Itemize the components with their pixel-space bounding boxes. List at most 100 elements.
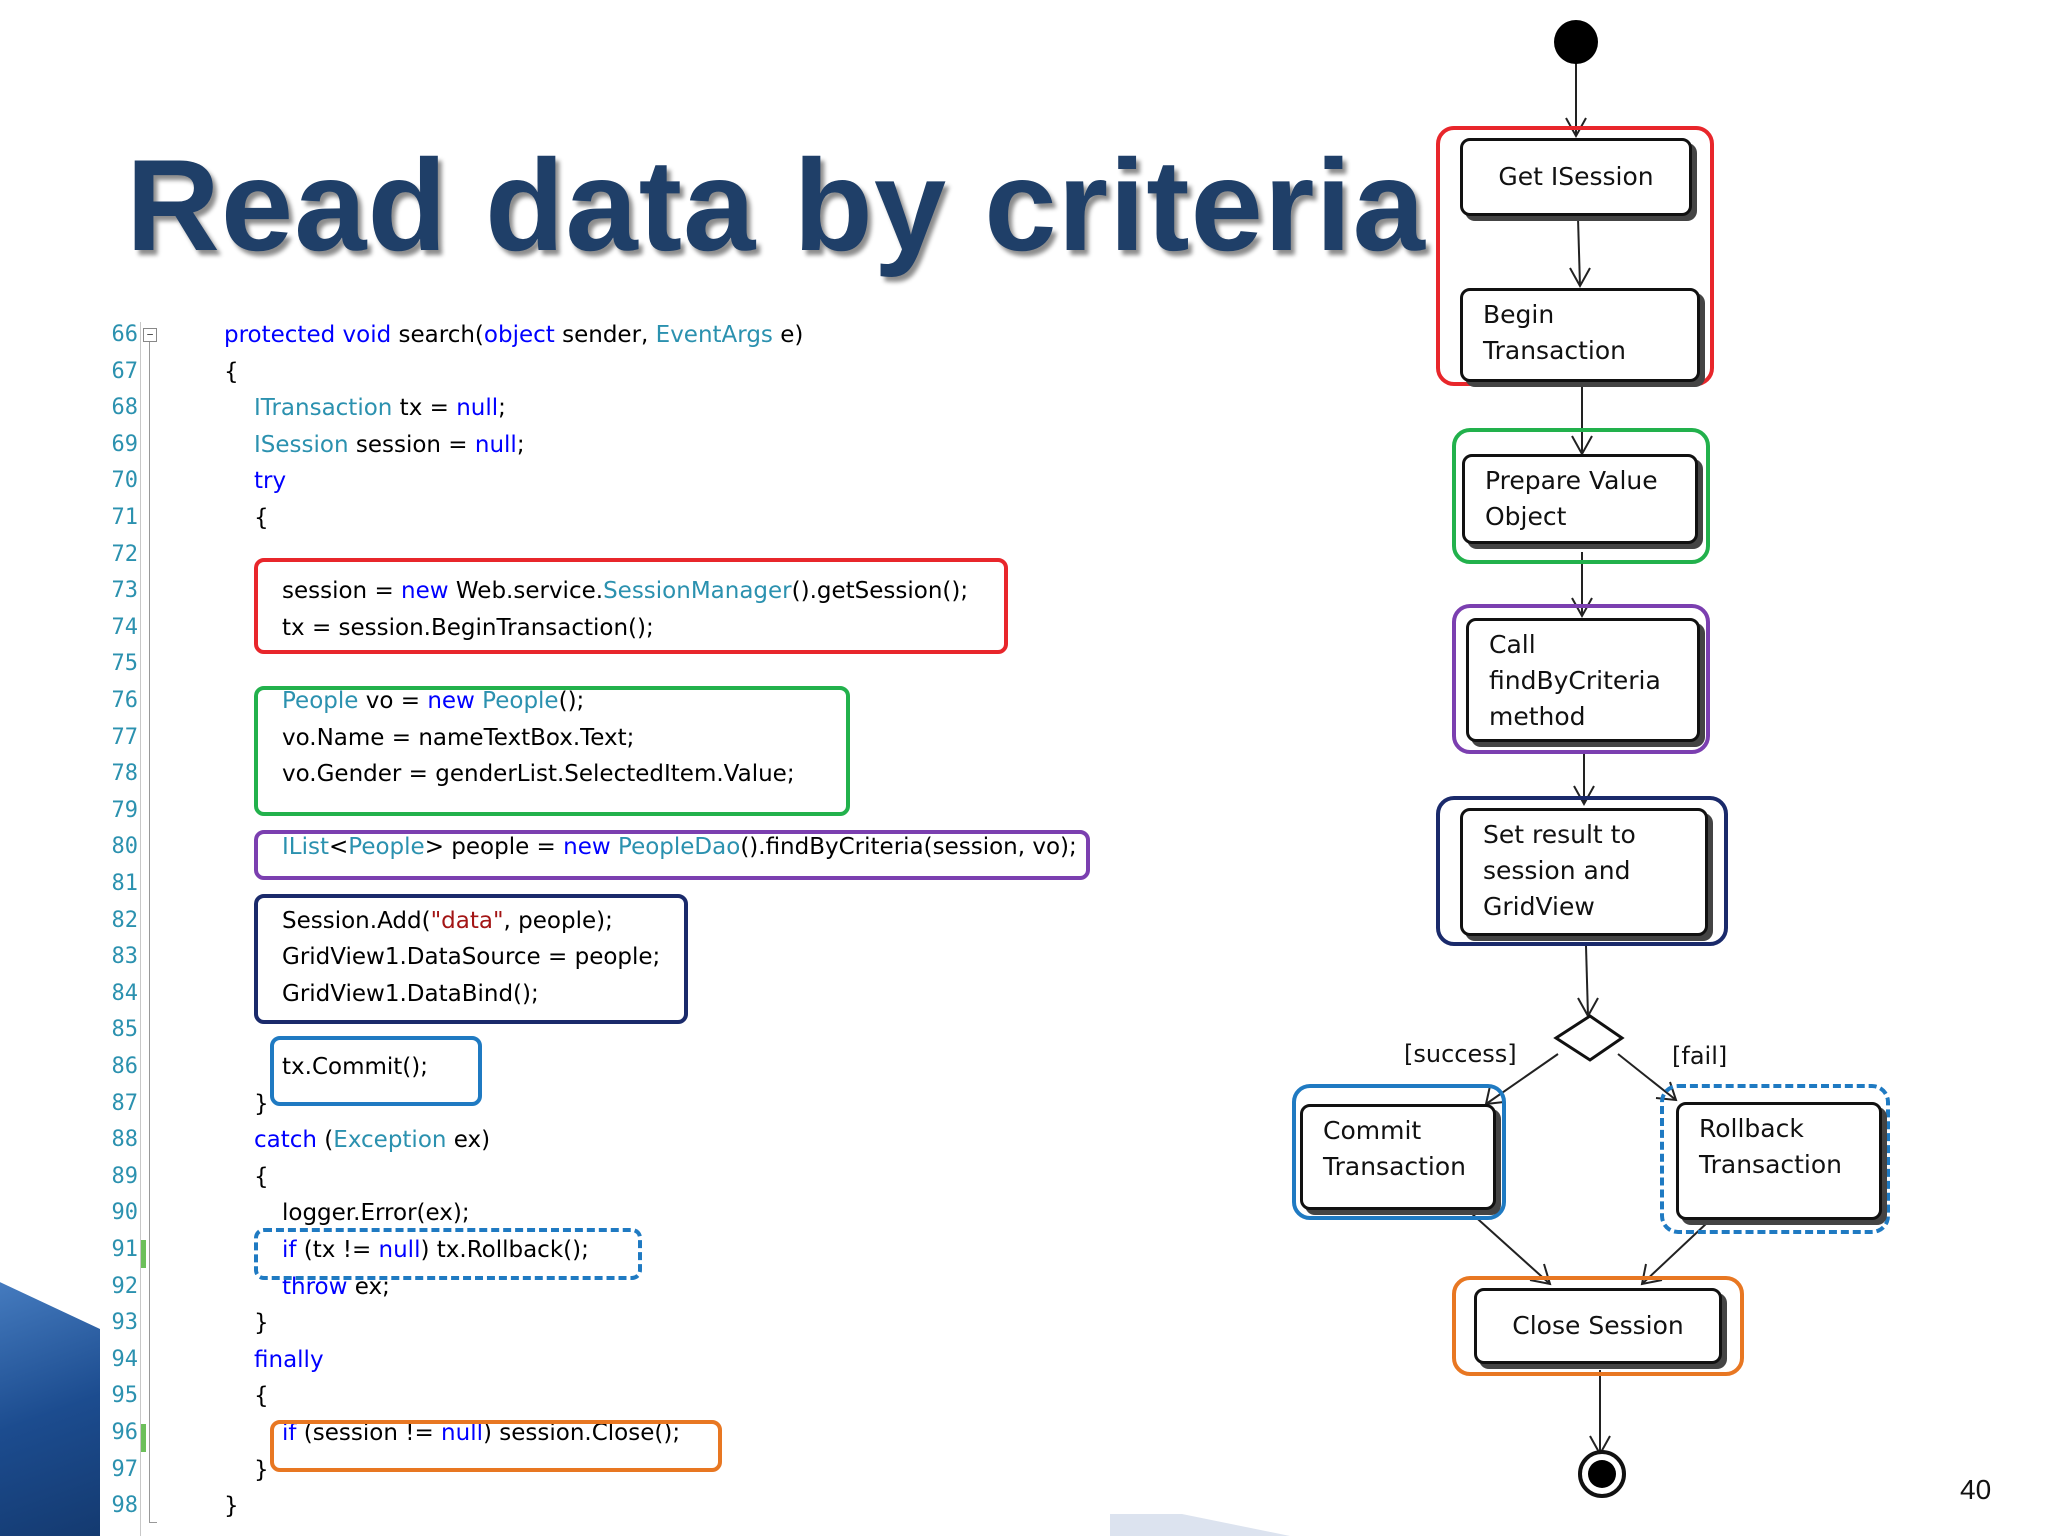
code-token: People: [482, 688, 559, 714]
code-token: People: [282, 688, 359, 714]
code-token: new: [427, 688, 475, 714]
line-number: 87: [111, 1090, 139, 1116]
highlight-rollback-line: [254, 1228, 642, 1280]
decorative-blue-corner: [0, 1282, 100, 1536]
code-line: }: [254, 1308, 269, 1338]
code-token: ().findByCriteria(session, vo);: [740, 834, 1077, 861]
code-token: vo.Name = nameTextBox.Text;: [282, 724, 635, 751]
code-line: vo.Gender = genderList.SelectedItem.Valu…: [282, 759, 795, 789]
diagram-frame-session: [1436, 126, 1714, 386]
code-token: vo =: [358, 688, 428, 714]
collapse-toggle-icon[interactable]: −: [143, 328, 157, 342]
code-token: Exception: [333, 1127, 447, 1154]
code-token: (tx !=: [296, 1237, 379, 1263]
code-token: null: [441, 1420, 483, 1446]
code-token: {: [224, 358, 239, 385]
code-line: finally: [254, 1345, 324, 1375]
line-number: 78: [111, 761, 139, 787]
code-token: finally: [254, 1346, 324, 1373]
line-number: 98: [111, 1493, 139, 1519]
code-line: IList<People> people = new PeopleDao().f…: [282, 832, 1077, 862]
code-token: {: [254, 505, 269, 531]
code-line: GridView1.DataBind();: [282, 979, 539, 1009]
code-line: session = new Web.service.SessionManager…: [282, 576, 968, 606]
line-number: 80: [111, 834, 139, 860]
code-token: <: [329, 834, 349, 861]
code-token: ();: [558, 688, 585, 714]
line-number: 82: [111, 907, 139, 933]
code-line: }: [254, 1089, 269, 1119]
code-token: null: [456, 395, 499, 422]
code-token: {: [254, 1163, 269, 1190]
line-number: 81: [111, 871, 139, 896]
line-number: 89: [111, 1163, 139, 1189]
code-token: vo.Gender = genderList.SelectedItem.Valu…: [282, 761, 795, 788]
code-line: ITransaction tx = null;: [254, 393, 506, 423]
diagram-frame-commit: [1292, 1084, 1506, 1220]
line-number: 72: [111, 541, 139, 567]
activity-rollback-transaction: Rollback Transaction: [1676, 1102, 1882, 1220]
highlight-commit-line: [270, 1036, 482, 1106]
line-number: 96: [111, 1420, 139, 1445]
code-token: tx =: [392, 395, 457, 422]
diagram-frame-close: [1452, 1276, 1744, 1376]
code-token: Session.Add(: [282, 907, 431, 934]
line-number: 77: [111, 724, 139, 750]
code-line: protected void search(object sender, Eve…: [224, 320, 803, 350]
code-token: ex): [446, 1127, 491, 1154]
code-token: object: [483, 322, 555, 348]
decision-node-icon: [1553, 1014, 1625, 1062]
code-token: logger.Error(ex);: [282, 1200, 470, 1227]
code-token: search(: [391, 322, 484, 348]
gutter-divider: [140, 322, 141, 1536]
highlight-find-by-criteria-line: [254, 830, 1090, 880]
line-number: 95: [111, 1383, 139, 1409]
code-token: SessionManager: [603, 578, 792, 605]
activity-call-find-by-criteria: Call findByCriteria method: [1466, 618, 1700, 742]
activity-prepare-value-object: Prepare Value Object: [1462, 454, 1698, 544]
activity-set-result: Set result to session and GridView: [1460, 808, 1708, 936]
code-token: EventArgs: [655, 322, 773, 348]
highlight-value-object-block: [254, 686, 850, 816]
code-token: > people =: [424, 834, 564, 861]
highlight-result-block: [254, 894, 688, 1024]
diagram-frame-prepare: [1452, 428, 1710, 564]
code-line: }: [224, 1491, 239, 1521]
line-number: 84: [111, 980, 139, 1006]
code-token: (session !=: [296, 1420, 442, 1446]
code-token: ;: [516, 431, 525, 458]
code-line: GridView1.DataSource = people;: [282, 942, 660, 972]
code-token: new: [401, 578, 449, 605]
code-token: IList: [282, 834, 329, 861]
line-number: 92: [111, 1273, 139, 1299]
guard-success-label: [success]: [1404, 1040, 1517, 1068]
code-token: if: [282, 1420, 297, 1446]
code-line: {: [254, 1381, 269, 1411]
code-line: if (tx != null) tx.Rollback();: [282, 1235, 589, 1265]
code-token: PeopleDao: [618, 834, 741, 861]
code-token: "data": [430, 907, 504, 934]
activity-begin-transaction: Begin Transaction: [1460, 288, 1700, 382]
code-token: try: [254, 468, 287, 495]
diagram-frame-call: [1452, 604, 1710, 754]
code-token: }: [224, 1493, 239, 1520]
code-line: ISession session = null;: [254, 430, 525, 460]
code-token: sender,: [554, 322, 656, 348]
line-number: 76: [111, 688, 139, 713]
code-line: }: [254, 1455, 269, 1485]
guard-fail-label: [fail]: [1672, 1042, 1728, 1070]
line-number: 91: [111, 1237, 139, 1262]
code-line: Session.Add("data", people);: [282, 906, 613, 936]
line-number: 68: [111, 395, 139, 421]
line-number: 93: [111, 1310, 139, 1336]
code-token: null: [378, 1237, 421, 1263]
code-line: tx = session.BeginTransaction();: [282, 613, 654, 643]
code-line: if (session != null) session.Close();: [282, 1418, 680, 1448]
activity-commit-transaction: Commit Transaction: [1300, 1104, 1496, 1210]
code-token: (: [316, 1127, 334, 1154]
code-line: vo.Name = nameTextBox.Text;: [282, 723, 634, 753]
code-line: {: [254, 503, 269, 533]
line-number: 86: [111, 1054, 139, 1079]
code-token: ;: [498, 395, 506, 422]
